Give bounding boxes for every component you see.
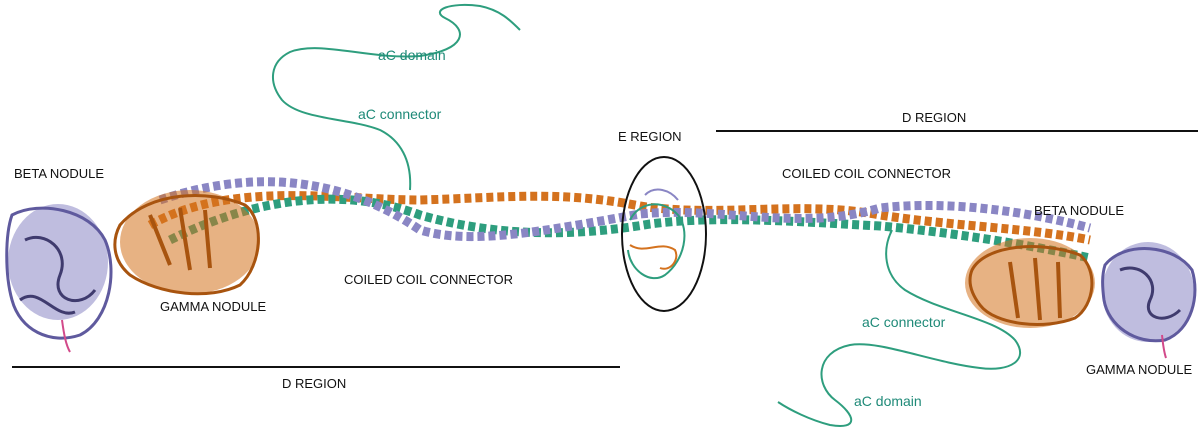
ac-connector-label-top: aC connector <box>358 106 442 122</box>
ac-chain-bottom <box>777 229 1022 427</box>
ac-connector-label-bottom: aC connector <box>862 314 946 330</box>
ac-chain-top <box>271 3 521 191</box>
e-region-ellipse <box>621 156 707 312</box>
coiled-coil-label-right: COILED COIL CONNECTOR <box>782 166 952 181</box>
gamma-nodule-left-structure <box>113 190 260 296</box>
alpha-coil <box>167 194 1091 263</box>
gamma-nodule-label-left: GAMMA NODULE <box>160 299 267 314</box>
ac-domain-label-top: aC domain <box>378 47 446 63</box>
ac-domain-label-bottom: aC domain <box>854 393 922 409</box>
beta-nodule-left-structure <box>5 204 113 353</box>
beta-coil <box>158 177 1092 242</box>
gamma-nodule-label-right: GAMMA NODULE <box>1086 362 1193 377</box>
d-region-label-bottom: D REGION <box>282 376 347 391</box>
d-region-label-top: D REGION <box>902 110 967 125</box>
e-region-structure <box>627 188 686 280</box>
beta-nodule-label-right: BETA NODULE <box>1034 203 1125 218</box>
gamma-nodule-right-structure <box>965 238 1095 328</box>
e-region-label: E REGION <box>618 129 682 144</box>
coiled-coil-label-left: COILED COIL CONNECTOR <box>344 272 514 287</box>
beta-nodule-right-structure <box>1101 242 1197 359</box>
beta-nodule-label-left: BETA NODULE <box>14 166 105 181</box>
